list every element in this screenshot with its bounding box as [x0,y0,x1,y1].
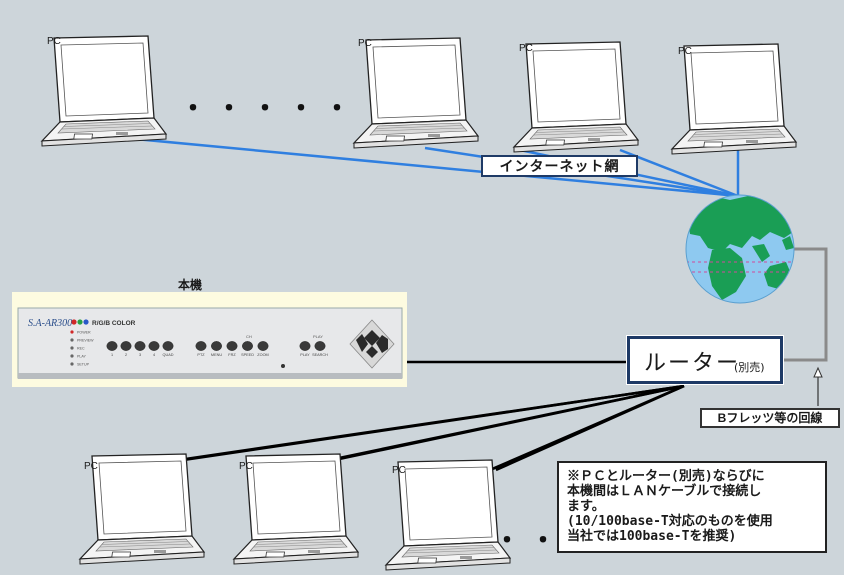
channel-button [106,341,118,351]
channel-button-label: 4 [153,353,155,357]
playback-button [314,341,326,351]
device-led [70,330,74,334]
laptop-bottom-3 [385,459,511,571]
laptop-top-3 [513,41,639,153]
pc-label: PC [239,461,253,472]
pc-label: PC [392,465,406,476]
device-led-label: SETUP [77,362,90,366]
device-led [70,338,74,342]
internet-lines [124,136,740,198]
group-2-header: CH [246,334,252,339]
globe-icon [685,194,795,304]
device-led-label: POWER [77,330,91,334]
lan-lines [164,360,685,472]
device-led-label: PLAY [77,354,87,358]
function-button-label: PTZ [197,353,205,357]
playback-button-label: PLAY [300,353,310,357]
function-button [226,341,238,351]
playback-button [299,341,311,351]
pc-label: PC [358,38,372,49]
function-button-label: MENU [211,353,222,357]
function-button [242,341,253,351]
dpad-icon [349,319,395,369]
line-label: Bフレッツ等の回線 [700,408,840,428]
pc-label: PC [519,43,533,54]
note-box: ※ＰＣとルーター(別売)ならびに 本機間はＬＡＮケーブルで接続し ます。 (10… [557,461,827,553]
wan-line [781,247,828,362]
recorder-device: S.A-AR300 R/G/B COLOR CH PLAY POWER PREVI… [12,292,407,387]
channel-button [120,341,132,351]
pc-label: PC [47,36,61,47]
router-box: ルーター (別売) [626,335,784,385]
function-button-label: FRZ [228,353,236,357]
channel-button [148,341,160,351]
device-led-label: REC [77,346,85,350]
ellipsis-top: ・・・・・ [180,94,361,124]
router-sub-label: (別売) [734,361,765,374]
function-button-label: ZOOM [257,353,268,357]
device-led [70,346,74,350]
channel-button-label: 2 [125,353,127,357]
laptop-top-1 [41,35,167,147]
pc-label: PC [678,46,692,57]
device-brand: S.A-AR300 [28,318,72,329]
pc-label: PC [84,461,98,472]
function-button [257,341,269,351]
group-3-header: PLAY [313,334,323,339]
channel-button [162,341,174,351]
router-label: ルーター [644,351,741,376]
playback-button-label: SEARCH [312,353,328,357]
channel-button [134,341,146,351]
device-led-label: PREVIEW [77,338,94,342]
internet-label: インターネット網 [481,155,638,177]
channel-button-label: 3 [139,353,141,357]
device-color-label: R/G/B COLOR [92,320,136,327]
device-led [70,354,74,358]
function-button [211,341,222,351]
device-led [70,362,74,366]
channel-button-label: 1 [111,353,113,357]
laptop-top-2 [353,37,479,149]
device-title: 本機 [178,278,203,292]
channel-button-label: QUAD [163,353,174,357]
laptop-bottom-1 [79,453,205,565]
laptop-top-4 [671,43,797,155]
function-button [195,341,207,351]
function-button-label: SPEED [241,353,254,357]
line-arrow [813,366,823,406]
